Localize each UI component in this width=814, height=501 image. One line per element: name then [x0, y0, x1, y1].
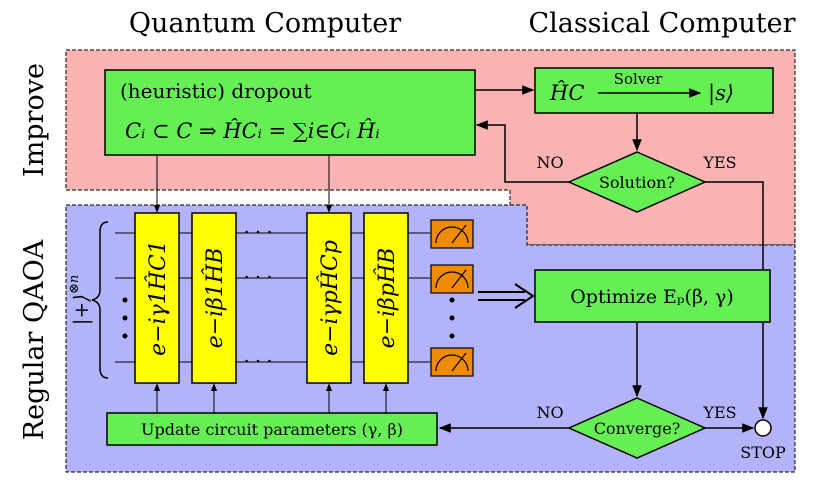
solution-yes-label: YES: [702, 153, 736, 172]
gate-group: e−iγ1ĤC1 e−iβ1ĤB e−iγpĤCp e−iβpĤB: [134, 212, 409, 384]
stop-node: [754, 419, 772, 437]
hc-hamiltonian: ĤC: [549, 81, 584, 105]
measurement-group: [430, 219, 474, 377]
converge-label: Converge?: [594, 419, 681, 438]
dropout-box: [104, 69, 476, 156]
meter-arc-3: [435, 354, 469, 372]
gate-3: [306, 212, 352, 384]
gate-3-label: e−iγpĤCp: [316, 240, 343, 356]
classical-computer-header: Classical Computer: [528, 8, 795, 39]
update-params-label: Update circuit parameters (γ, β): [141, 420, 403, 439]
solution-label: Solution?: [599, 173, 675, 192]
measurement-meter-2: [430, 264, 474, 294]
initial-state-label: |+⟩⊗n: [67, 275, 94, 326]
initial-state-brace: [91, 221, 109, 379]
vertical-dots: [122, 297, 455, 339]
svg-text:· · ·: · · ·: [244, 267, 273, 288]
quantum-computer-header: Quantum Computer: [129, 8, 401, 39]
gate-4-label: e−iβpĤB: [373, 248, 400, 349]
converge-diamond: [567, 397, 707, 459]
optimize-box: [534, 269, 771, 323]
meter-needle-2: [451, 269, 467, 289]
improve-label: Improve: [19, 63, 50, 177]
meter-needle-3: [451, 352, 467, 372]
solver-label: Solver: [614, 70, 663, 88]
stop-label: STOP: [740, 443, 786, 462]
svg-text:· · ·: · · ·: [244, 222, 273, 243]
update-params-box: [106, 412, 438, 446]
measurement-meter-1: [430, 219, 474, 249]
state-s: |s⟩: [708, 81, 734, 106]
double-arrow-head: [514, 283, 535, 309]
gate-4: [363, 212, 409, 384]
arrow-solution-yes: [705, 181, 768, 420]
converge-no-label: NO: [536, 403, 563, 422]
dropout-title: (heuristic) dropout: [120, 79, 312, 103]
dropout-formula: Cᵢ ⊂ C ⇒ ĤCᵢ = ∑i∈Cᵢ Ĥᵢ: [125, 119, 380, 143]
arrow-solution-no: [475, 120, 569, 183]
meter-arc-1: [435, 226, 469, 244]
measurement-meter-3: [430, 347, 474, 377]
gate-1: [134, 212, 180, 384]
solution-diamond: [567, 151, 707, 213]
wire-dots: · · · · · · · · ·: [244, 222, 273, 372]
svg-text:· · ·: · · ·: [244, 351, 273, 372]
solution-no-label: NO: [536, 153, 563, 172]
converge-yes-label: YES: [702, 403, 736, 422]
meter-needle-1: [451, 224, 467, 244]
gate-2: [191, 212, 237, 384]
meter-arc-2: [435, 271, 469, 289]
gate-1-label: e−iγ1ĤC1: [144, 240, 171, 356]
update-to-gate-arrows: [153, 383, 390, 413]
solver-box: [534, 67, 774, 114]
gate-2-label: e−iβ1ĤB: [201, 248, 228, 349]
optimize-label: Optimize Eₚ(β, γ): [570, 286, 734, 308]
regular-qaoa-label: Regular QAOA: [19, 239, 50, 440]
